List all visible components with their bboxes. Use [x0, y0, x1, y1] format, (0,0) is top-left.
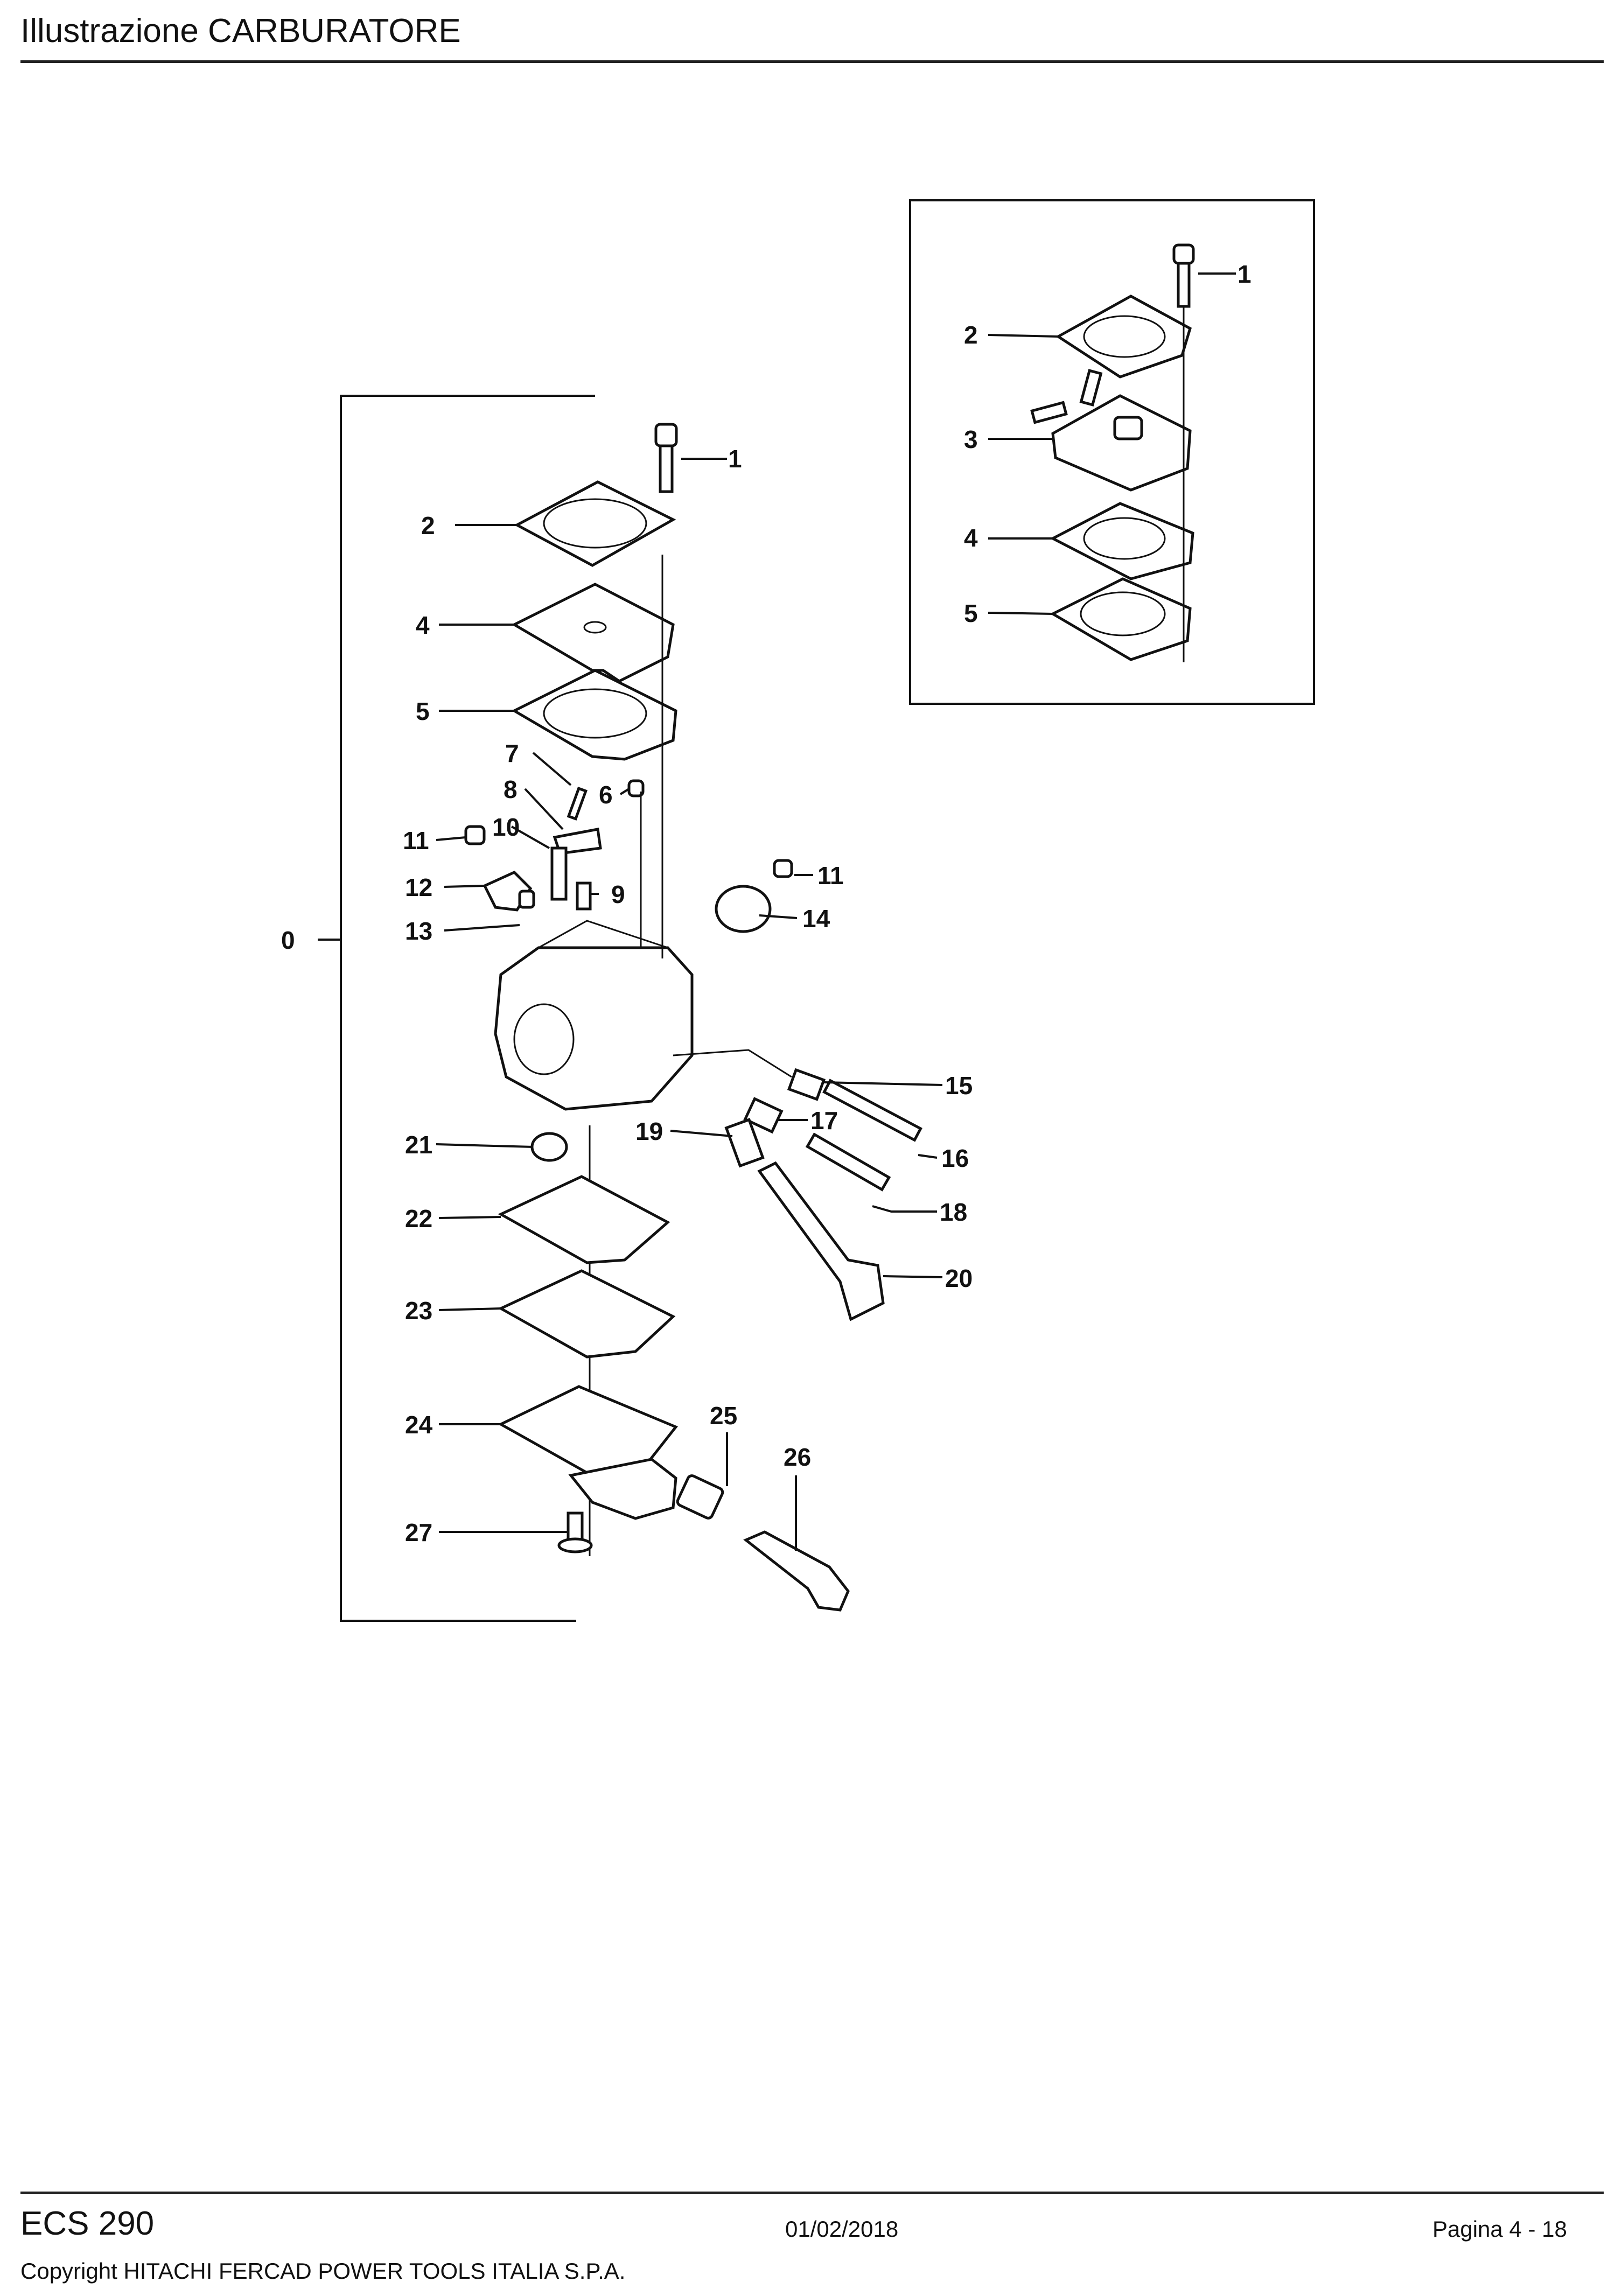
- footer-divider: [20, 2192, 1604, 2194]
- part-11-left: [464, 825, 486, 845]
- label-14: 14: [802, 905, 830, 933]
- label-17: 17: [810, 1107, 838, 1135]
- inset-frame: [909, 199, 1315, 705]
- label-23: 23: [405, 1297, 432, 1325]
- label-18: 18: [940, 1198, 967, 1226]
- header-divider: [20, 60, 1604, 63]
- label-1: 1: [728, 445, 742, 473]
- inset-label-2: 2: [964, 321, 978, 349]
- part-14: [715, 885, 772, 933]
- label-13: 13: [405, 917, 432, 945]
- part-cover-2: [514, 480, 676, 567]
- part-11-right: [773, 859, 793, 878]
- inset-label-3: 3: [964, 425, 978, 453]
- label-11-right: 11: [817, 862, 844, 890]
- label-24: 24: [405, 1411, 433, 1439]
- label-5: 5: [416, 697, 430, 725]
- page-title: Illustrazione CARBURATORE: [20, 12, 461, 50]
- label-11-left: 11: [403, 827, 429, 855]
- label-8: 8: [504, 775, 518, 803]
- label-21: 21: [405, 1131, 432, 1159]
- part-9: [576, 881, 592, 911]
- assembly-bracket: [340, 395, 595, 1622]
- label-12: 12: [405, 873, 432, 901]
- part-screw-1: [654, 423, 678, 493]
- part-gasket-5: [511, 669, 677, 761]
- part-25: [676, 1474, 724, 1520]
- inset-part-diaphragm-4: [1050, 502, 1194, 580]
- label-25: 25: [710, 1402, 737, 1430]
- part-22: [498, 1175, 670, 1264]
- label-15: 15: [945, 1072, 973, 1100]
- inset-part-gasket-5: [1050, 577, 1192, 661]
- label-0: 0: [281, 926, 295, 954]
- part-6: [627, 779, 645, 797]
- inset-part-pump-3: [1051, 394, 1192, 492]
- part-17: [743, 1097, 784, 1134]
- part-23: [498, 1269, 676, 1359]
- part-carburetor-body: [494, 920, 694, 1111]
- part-20: [757, 1161, 885, 1321]
- label-9: 9: [611, 880, 625, 908]
- part-19: [724, 1118, 765, 1168]
- label-2: 2: [421, 512, 435, 540]
- part-26: [743, 1530, 850, 1612]
- model-name: ECS 290: [20, 2205, 155, 2242]
- label-27: 27: [405, 1518, 432, 1546]
- document-date: 01/02/2018: [785, 2216, 899, 2242]
- part-18: [805, 1132, 891, 1192]
- label-26: 26: [784, 1443, 811, 1471]
- part-24: [498, 1385, 678, 1474]
- inset-label-4: 4: [964, 524, 978, 552]
- label-7: 7: [505, 739, 519, 767]
- label-19: 19: [635, 1117, 663, 1145]
- part-7: [567, 787, 588, 821]
- part-13: [518, 890, 535, 909]
- part-16: [822, 1079, 922, 1142]
- inset-part-cover-2: [1055, 295, 1192, 379]
- inset-label-5: 5: [964, 599, 978, 627]
- inset-label-1: 1: [1238, 260, 1252, 288]
- label-4: 4: [416, 611, 430, 639]
- label-10: 10: [492, 813, 520, 841]
- label-22: 22: [405, 1205, 432, 1233]
- label-20: 20: [945, 1264, 973, 1292]
- copyright-notice: Copyright HITACHI FERCAD POWER TOOLS ITA…: [20, 2258, 626, 2284]
- inset-part-screw-1: [1172, 243, 1195, 308]
- page-number: Pagina 4 - 18: [1432, 2216, 1567, 2242]
- part-21: [530, 1132, 568, 1162]
- label-6: 6: [599, 781, 613, 809]
- part-24-bracket: [568, 1458, 677, 1520]
- part-10: [550, 846, 568, 901]
- part-15: [787, 1068, 826, 1101]
- label-16: 16: [941, 1144, 969, 1172]
